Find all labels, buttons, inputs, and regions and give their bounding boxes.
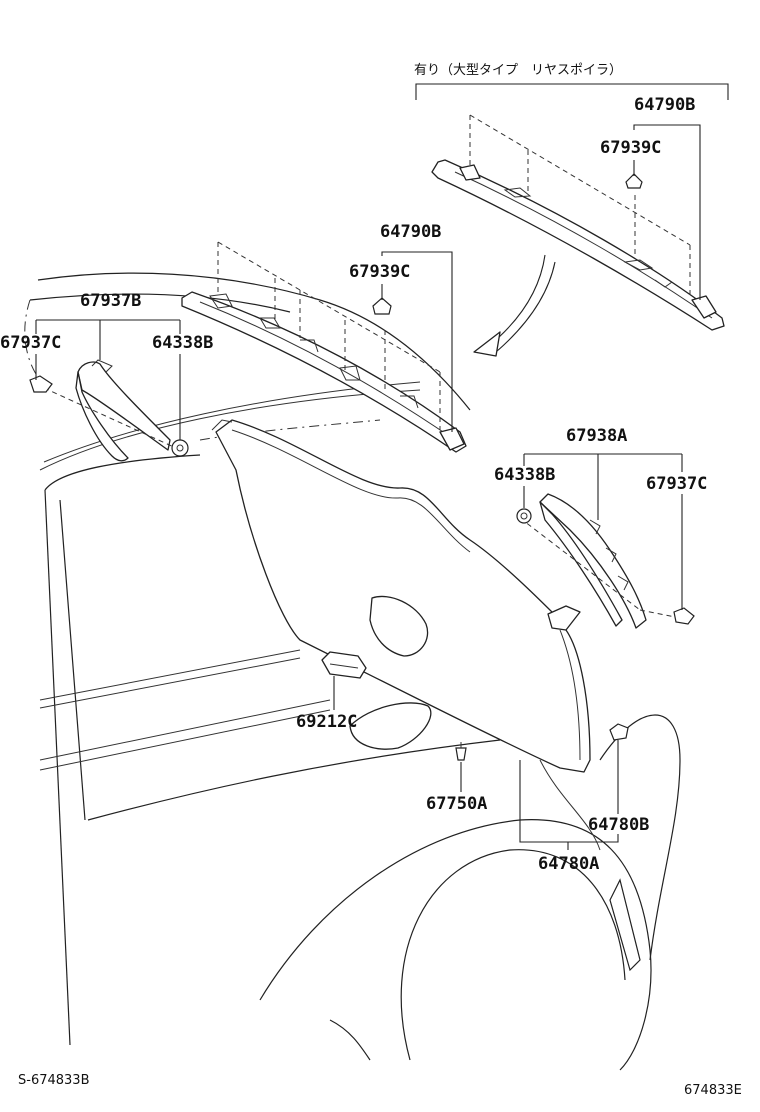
upper-spoiler-cover — [431, 114, 725, 331]
part-number-67937C-right[interactable]: 67937C — [646, 474, 708, 494]
part-number-67939C-top[interactable]: 67939C — [600, 138, 662, 158]
right-pillar-garnish — [519, 493, 681, 629]
part-number-64790B-mid[interactable]: 64790B — [380, 222, 442, 242]
part-number-67937C-left[interactable]: 67937C — [0, 333, 62, 353]
part-number-67938A[interactable]: 67938A — [566, 426, 628, 446]
option-note: 有り（大型タイプ リヤスポイラ） — [414, 63, 623, 78]
direction-arrow — [473, 254, 556, 357]
clip-64780B — [609, 723, 629, 741]
room-lamp — [321, 651, 367, 679]
back-door-trim-panel — [211, 419, 591, 773]
part-number-67939C-mid[interactable]: 67939C — [349, 262, 411, 282]
part-number-67937B[interactable]: 67937B — [80, 291, 142, 311]
middle-spoiler-cover — [181, 241, 467, 453]
part-number-69212C[interactable]: 69212C — [296, 712, 358, 732]
part-number-67750A[interactable]: 67750A — [426, 794, 488, 814]
vehicle-body-outline — [24, 272, 681, 1071]
clip-64338B-right — [516, 508, 532, 524]
door-handle-pocket — [349, 702, 432, 750]
clip-67937C-right — [673, 607, 695, 625]
part-number-64780B[interactable]: 64780B — [588, 815, 650, 835]
part-number-64790B-top[interactable]: 64790B — [634, 95, 696, 115]
clip-64338B-left — [171, 439, 189, 457]
part-number-64780A[interactable]: 64780A — [538, 854, 600, 874]
part-number-64338B-left[interactable]: 64338B — [152, 333, 214, 353]
left-pillar-garnish — [43, 359, 177, 462]
leader-lines — [35, 83, 729, 850]
diagram-reference-right: 674833E — [684, 1083, 742, 1098]
screw-67750A — [455, 742, 467, 761]
part-number-64338B-right[interactable]: 64338B — [494, 465, 556, 485]
diagram-reference-left: S-674833B — [18, 1073, 90, 1088]
